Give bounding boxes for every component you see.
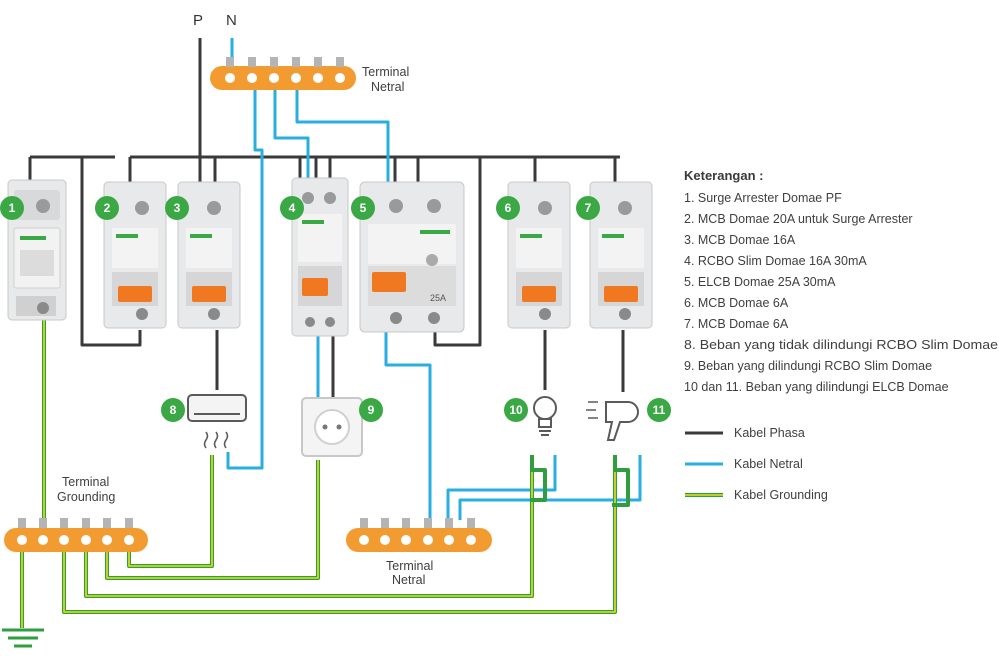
ground-wires (20, 320, 630, 628)
neutral-cable-label: Kabel Netral (734, 457, 803, 471)
svg-text:5: 5 (360, 201, 367, 215)
badge-8: 8 (161, 398, 185, 422)
cable-legend: Kabel Phasa Kabel Netral Kabel Grounding (685, 426, 828, 502)
badge-3: 3 (165, 196, 189, 220)
terminal-grounding-label-2: Grounding (57, 490, 115, 504)
legend-title: Keterangan : (684, 168, 763, 183)
svg-text:6: 6 (505, 201, 512, 215)
mcb-device-6 (507, 181, 571, 329)
terminal-netral-top-label-2: Netral (371, 80, 404, 94)
light-bulb-icon (533, 396, 557, 436)
badge-11: 11 (647, 398, 671, 422)
neutral-supply-label: N (226, 12, 237, 29)
badge-5: 5 (351, 196, 375, 220)
phase-supply-label: P (193, 12, 203, 29)
elcb-device: 25A (359, 181, 465, 333)
terminal-grounding (4, 518, 148, 552)
legend-item: 5. ELCB Domae 25A 30mA (684, 275, 836, 289)
ground-cable-label: Kabel Grounding (734, 488, 828, 502)
terminal-netral-top (210, 57, 356, 90)
terminal-netral-bottom-label-1: Terminal (386, 559, 433, 573)
legend-item: 4. RCBO Slim Domae 16A 30mA (684, 254, 867, 268)
svg-text:10: 10 (509, 403, 523, 417)
legend-item: 2. MCB Domae 20A untuk Surge Arrester (684, 212, 913, 226)
terminal-netral-top-label-1: Terminal (362, 65, 409, 79)
hair-dryer-icon (586, 401, 639, 441)
svg-text:4: 4 (289, 201, 296, 215)
legend-panel: Keterangan : 1. Surge Arrester Domae PF … (684, 168, 998, 394)
badge-4: 4 (280, 196, 304, 220)
legend-item: 3. MCB Domae 16A (684, 233, 796, 247)
badge-2: 2 (95, 196, 119, 220)
mcb-device-3 (177, 181, 241, 329)
legend-item: 9. Beban yang dilindungi RCBO Slim Domae (684, 359, 932, 373)
badge-7: 7 (576, 196, 600, 220)
wall-socket-icon (301, 397, 363, 457)
svg-text:9: 9 (368, 403, 375, 417)
badge-6: 6 (496, 196, 520, 220)
legend-item: 6. MCB Domae 6A (684, 296, 789, 310)
phase-wires (28, 38, 625, 398)
svg-text:11: 11 (653, 403, 666, 417)
elcb-rating: 25A (430, 293, 446, 303)
svg-text:3: 3 (174, 201, 181, 215)
device-badges: 1 2 3 4 5 6 7 8 9 10 11 (0, 196, 671, 422)
surge-arrester-device (7, 179, 67, 321)
legend-item: 1. Surge Arrester Domae PF (684, 191, 842, 205)
legend-item: 8. Beban yang tidak dilindungi RCBO Slim… (684, 338, 998, 352)
legend-item: 7. MCB Domae 6A (684, 317, 789, 331)
earth-ground-icon (2, 628, 44, 648)
terminal-netral-bottom-label-2: Netral (392, 573, 425, 587)
terminal-netral-bottom (346, 518, 492, 552)
mcb-device-7 (589, 181, 653, 329)
legend-item: 10 dan 11. Beban yang dilindungi ELCB Do… (684, 380, 949, 394)
svg-text:1: 1 (9, 201, 16, 215)
badge-10: 10 (504, 398, 528, 422)
air-conditioner-icon (187, 394, 247, 449)
terminal-grounding-label-1: Terminal (62, 475, 109, 489)
phase-cable-label: Kabel Phasa (734, 426, 805, 440)
badge-9: 9 (359, 398, 383, 422)
svg-text:8: 8 (170, 403, 177, 417)
svg-text:7: 7 (585, 201, 592, 215)
badge-1: 1 (0, 196, 24, 220)
mcb-device-2 (103, 181, 167, 329)
svg-text:2: 2 (104, 201, 111, 215)
rcbo-device (291, 177, 349, 337)
